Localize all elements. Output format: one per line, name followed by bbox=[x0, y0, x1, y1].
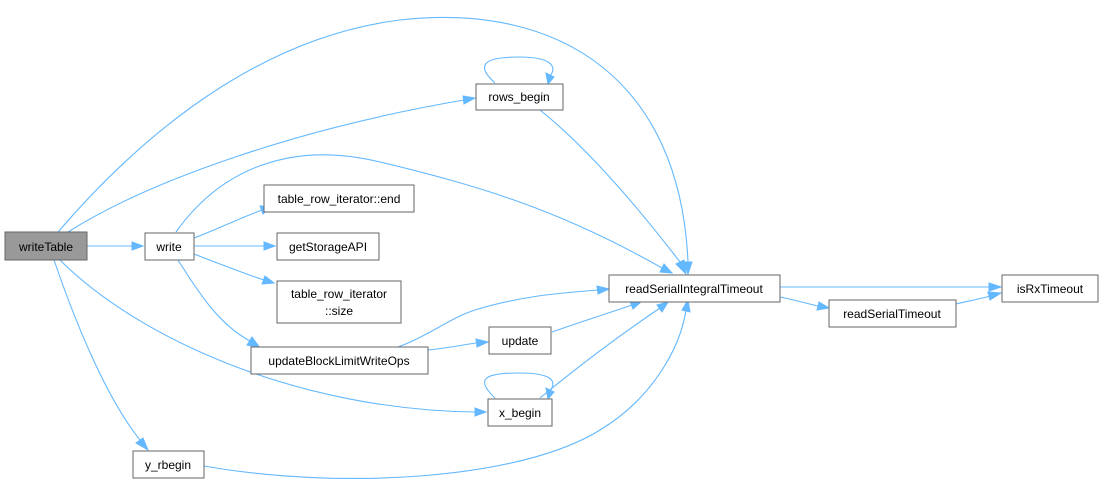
node-label-updateblocklimitwriteops: updateBlockLimitWriteOps bbox=[268, 354, 409, 368]
edge-writetable-to-y-rbegin bbox=[53, 259, 150, 452]
node-writetable[interactable]: writeTable bbox=[4, 231, 88, 261]
edge-y-rbegin-to-readserialintegraltimeout bbox=[203, 298, 691, 479]
node-label-x-begin: x_begin bbox=[499, 406, 541, 420]
edge-x-begin-to-readserialintegraltimeout bbox=[539, 301, 670, 399]
node-label-update: update bbox=[502, 334, 539, 348]
node-label-writetable: writeTable bbox=[18, 240, 73, 254]
node-label-write: write bbox=[155, 240, 182, 254]
node-write[interactable]: write bbox=[144, 232, 195, 261]
node-label-table-row-iterator-size-line2: ::size bbox=[325, 304, 353, 318]
node-readserialtimeout[interactable]: readSerialTimeout bbox=[828, 299, 957, 328]
edge-readserialtimeout-to-isrxtimeout bbox=[955, 291, 1003, 305]
edge-readserialintegraltimeout-to-isrxtimeout bbox=[780, 282, 1003, 292]
edge-rows-begin-to-readserialintegraltimeout bbox=[539, 109, 687, 276]
edge-updateblocklimitwriteops-to-readserialintegraltimeout bbox=[397, 285, 611, 348]
node-x-begin[interactable]: x_begin bbox=[487, 398, 553, 427]
node-label-rows-begin: rows_begin bbox=[488, 90, 549, 104]
edge-write-to-table-row-iterator-size bbox=[193, 253, 276, 285]
node-getstorageapi[interactable]: getStorageAPI bbox=[276, 232, 380, 261]
node-label-readserialintegraltimeout: readSerialIntegralTimeout bbox=[625, 282, 763, 296]
edge-rows-begin-self bbox=[484, 56, 555, 86]
node-readserialintegraltimeout[interactable]: readSerialIntegralTimeout bbox=[608, 274, 781, 303]
node-isrxtimeout[interactable]: isRxTimeout bbox=[1001, 274, 1099, 303]
edge-writetable-to-readserialintegraltimeout bbox=[57, 16, 693, 276]
node-label-y-rbegin: y_rbegin bbox=[145, 458, 191, 472]
node-update[interactable]: update bbox=[488, 326, 552, 355]
edge-writetable-to-x-begin bbox=[59, 259, 488, 417]
edge-write-to-readserialintegraltimeout-arc bbox=[175, 154, 674, 274]
edge-write-to-getstorageapi bbox=[194, 241, 277, 251]
node-label-getstorageapi: getStorageAPI bbox=[289, 240, 367, 254]
node-rows-begin[interactable]: rows_begin bbox=[475, 83, 564, 111]
edge-readserialintegraltimeout-to-readserialtimeout bbox=[779, 296, 831, 311]
edge-writetable-to-rows-begin bbox=[67, 95, 477, 233]
node-label-table-row-iterator-end: table_row_iterator::end bbox=[278, 192, 401, 206]
node-label-table-row-iterator-size-line1: table_row_iterator bbox=[291, 287, 387, 301]
node-table-row-iterator-end[interactable]: table_row_iterator::end bbox=[263, 184, 415, 213]
edge-write-to-table-row-iterator-end bbox=[193, 205, 274, 239]
node-label-readserialtimeout: readSerialTimeout bbox=[843, 307, 941, 321]
node-table-row-iterator-size[interactable]: table_row_iterator ::size bbox=[276, 280, 402, 324]
node-label-isrxtimeout: isRxTimeout bbox=[1017, 282, 1084, 296]
edge-updateblocklimitwriteops-to-update bbox=[427, 338, 490, 351]
edge-update-to-readserialintegraltimeout bbox=[551, 300, 644, 333]
node-updateblocklimitwriteops[interactable]: updateBlockLimitWriteOps bbox=[250, 346, 429, 375]
edge-writetable-to-write bbox=[87, 241, 145, 251]
node-y-rbegin[interactable]: y_rbegin bbox=[132, 450, 205, 479]
edge-write-to-updateblocklimitwriteops bbox=[177, 259, 262, 349]
